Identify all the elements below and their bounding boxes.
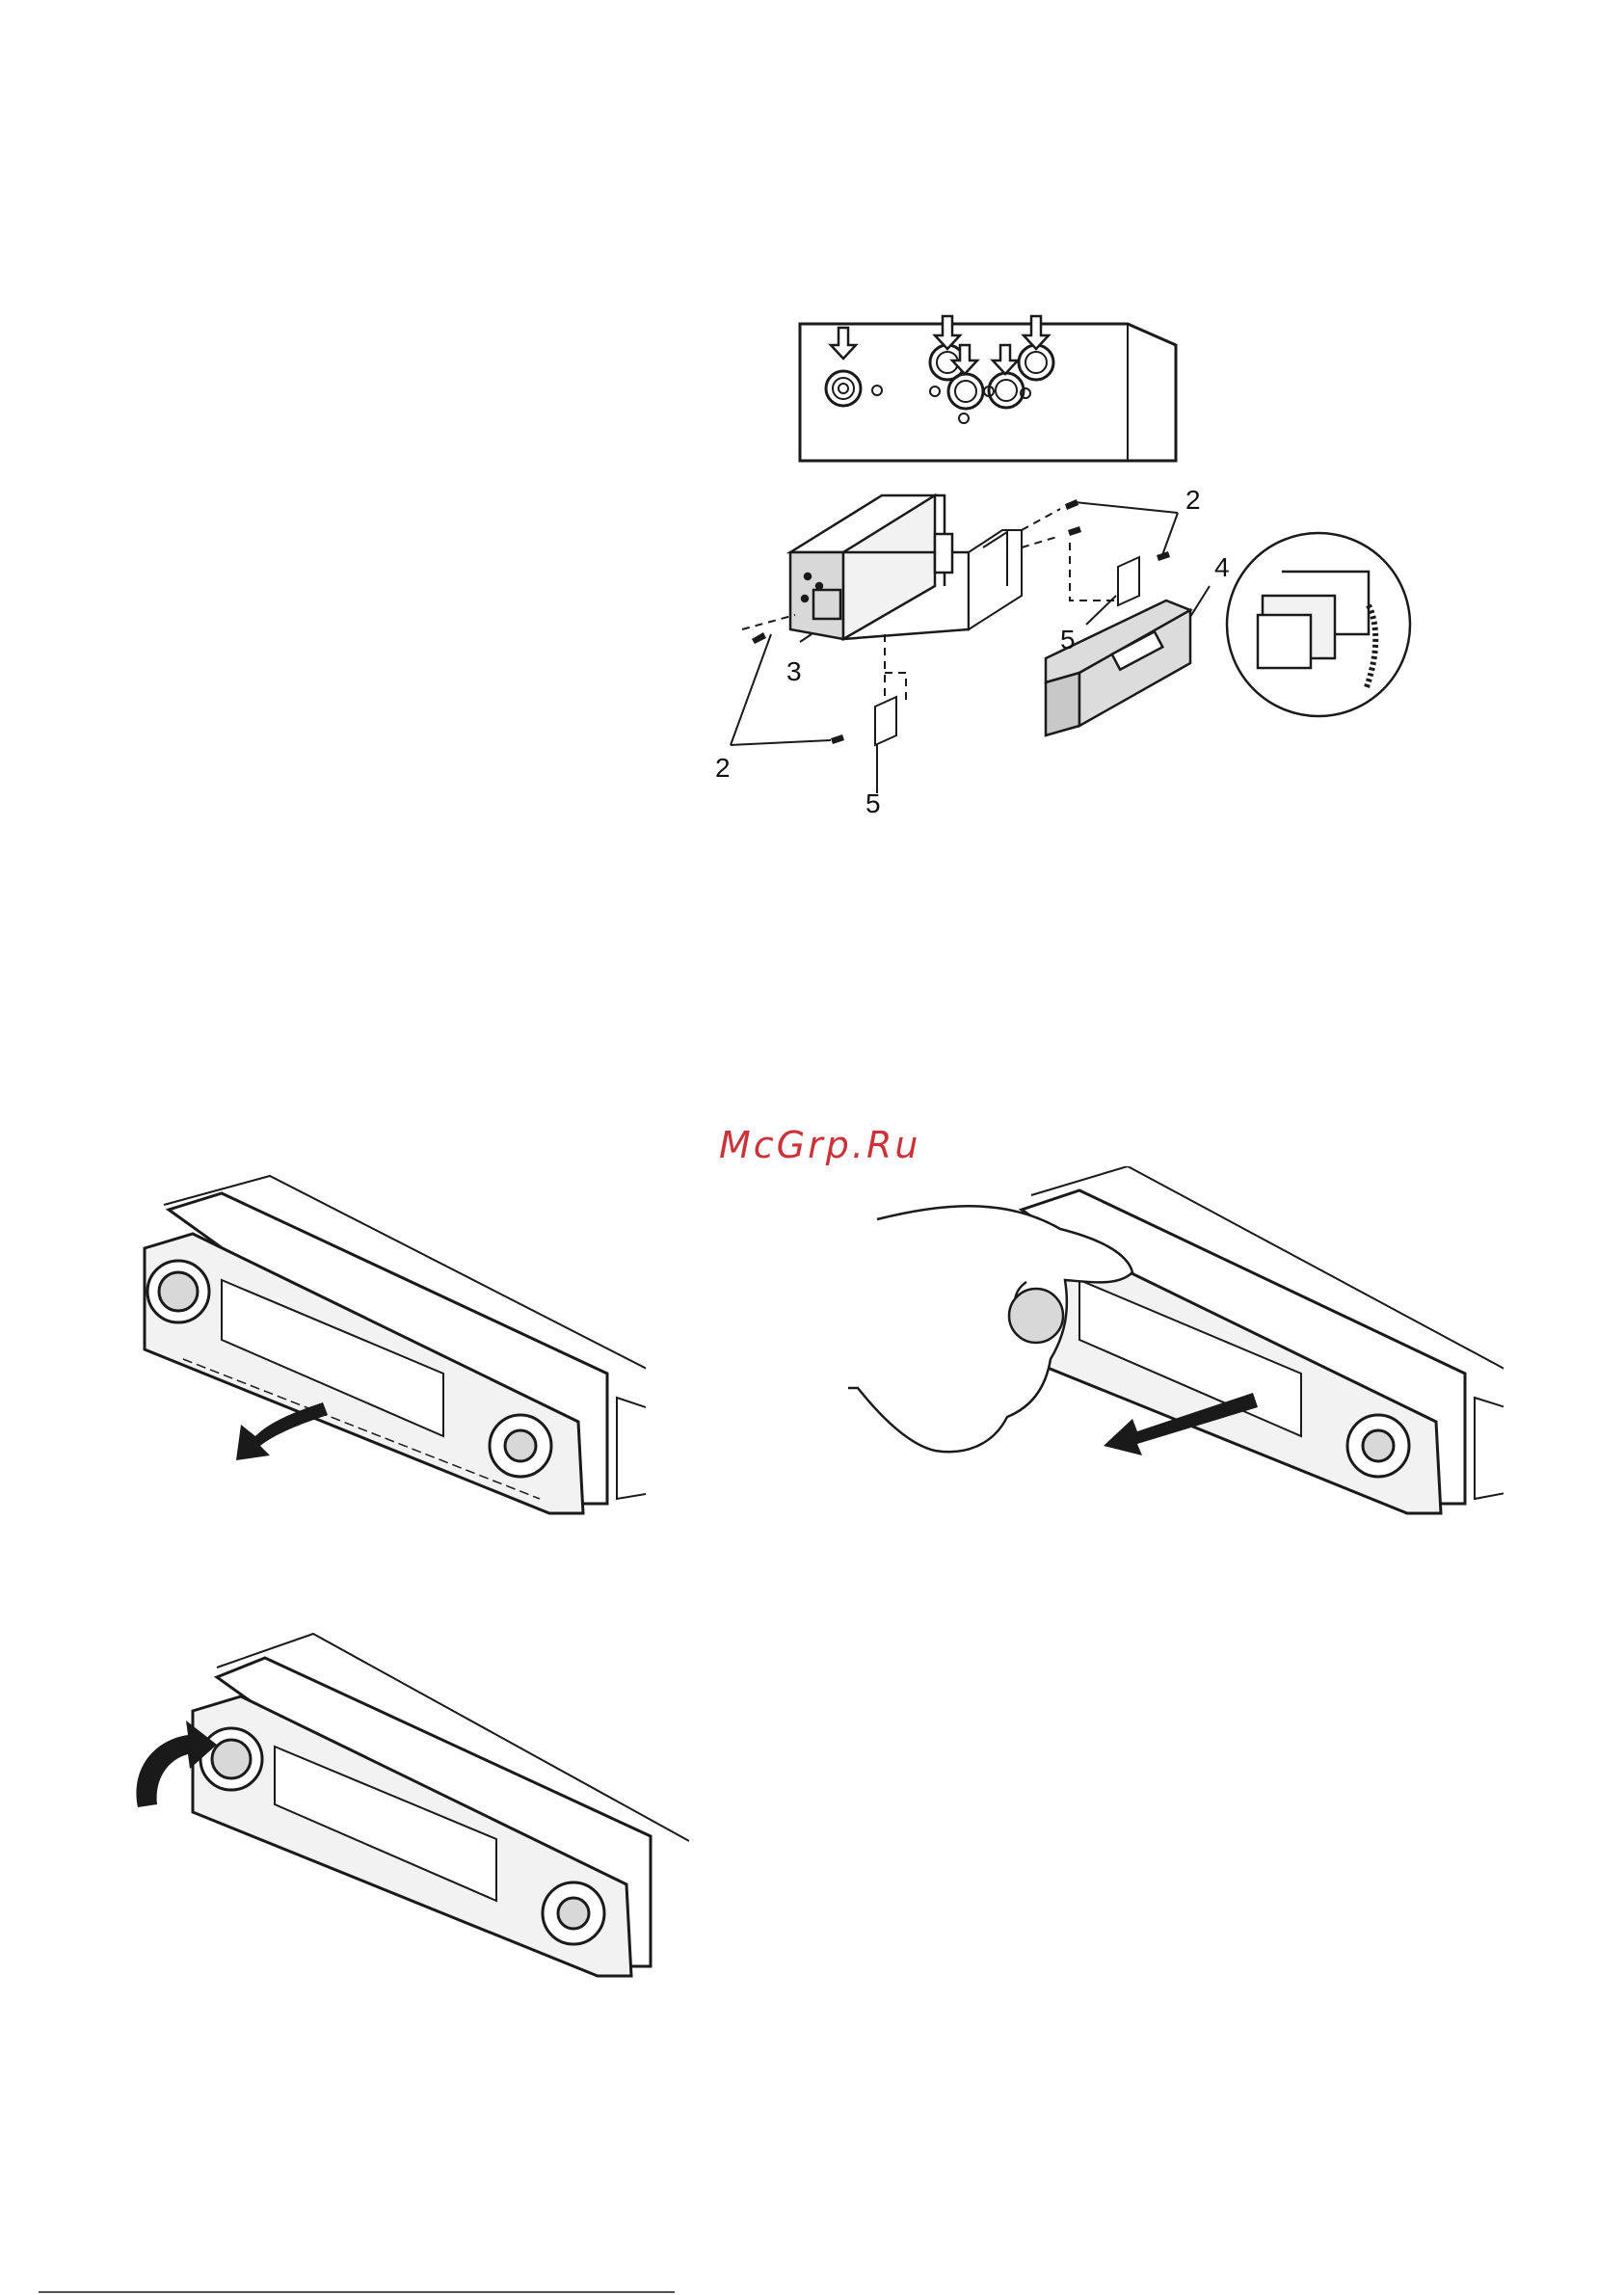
- installation-diagram: 2 2 3 4 5 5: [704, 307, 1446, 817]
- page-bottom-rule: [39, 2291, 675, 2293]
- faceplate-figure-rotate: [111, 1629, 689, 1986]
- tilt-down-arrow-icon: [236, 1402, 328, 1460]
- mounting-sleeve: [969, 530, 1022, 629]
- callout-2-top: 2: [1185, 485, 1201, 515]
- faceplate-figure-pull: [848, 1166, 1504, 1523]
- faceplate-rotate-svg: [111, 1629, 689, 1986]
- callout-3: 3: [786, 656, 802, 686]
- installation-diagram-svg: 2 2 3 4 5 5: [704, 307, 1446, 817]
- watermark-text: McGrp.Ru: [719, 1124, 920, 1166]
- radio-chassis: [790, 495, 969, 639]
- callout-5-bottom: 5: [865, 788, 881, 817]
- faceplate-tilt-svg: [125, 1166, 646, 1523]
- detail-circle: [1227, 533, 1410, 716]
- trim-frame: [1046, 600, 1190, 735]
- callout-2-bottom: 2: [715, 753, 731, 783]
- callout-4: 4: [1214, 552, 1230, 582]
- callout-5-right: 5: [1060, 625, 1076, 654]
- faceplate-figure-tilt: [125, 1166, 646, 1523]
- faceplate-pull-svg: [848, 1166, 1504, 1523]
